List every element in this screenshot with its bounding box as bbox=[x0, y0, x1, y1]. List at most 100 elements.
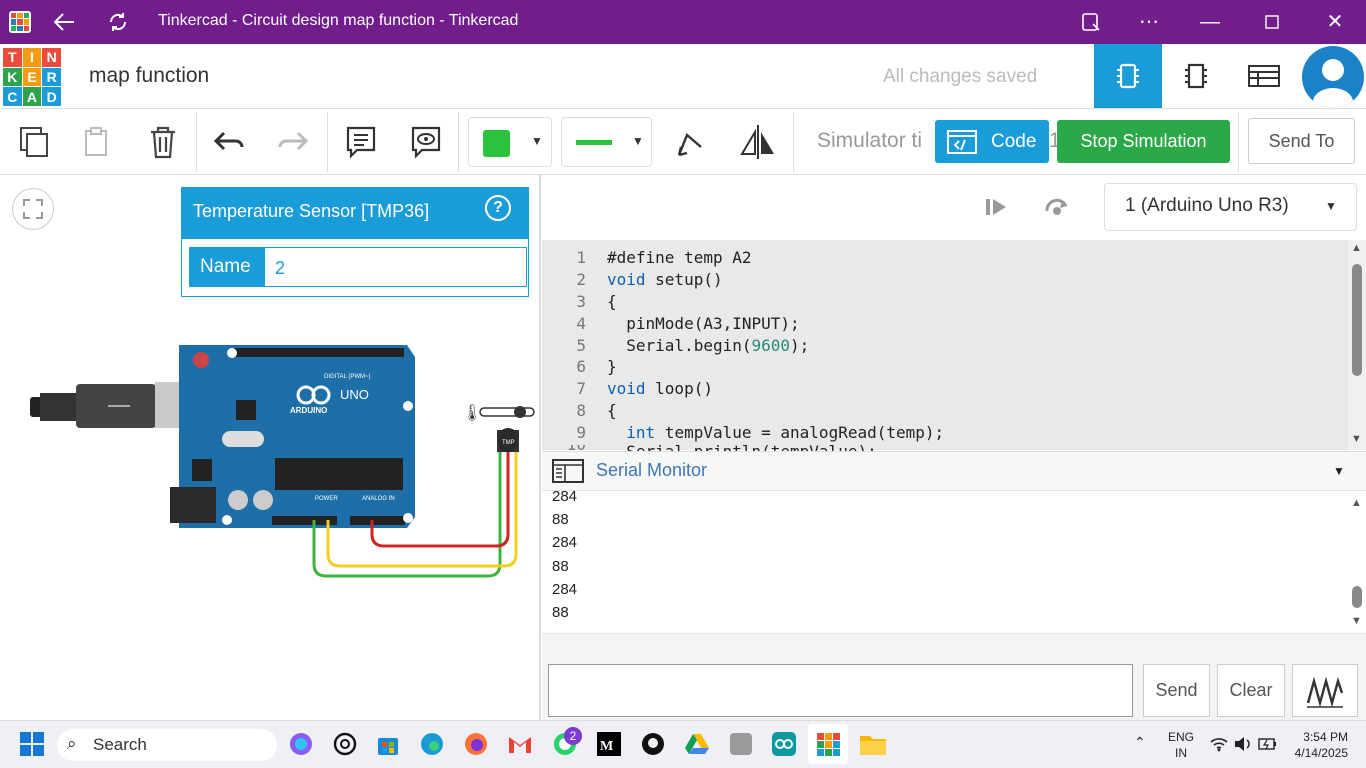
taskbar-search[interactable]: ⌕ Search bbox=[57, 729, 277, 761]
logo-letter: R bbox=[42, 67, 61, 87]
scrollbar-thumb[interactable] bbox=[1352, 264, 1362, 376]
window-title: Tinkercad - Circuit design map function … bbox=[158, 12, 519, 29]
clear-button[interactable]: Clear bbox=[1217, 664, 1285, 717]
github-icon[interactable] bbox=[637, 728, 669, 760]
serial-input[interactable] bbox=[548, 664, 1133, 717]
document-name[interactable]: map function bbox=[89, 64, 210, 87]
code-line: #define temp A2 bbox=[607, 248, 752, 267]
clock-date: 4/14/2025 bbox=[1294, 746, 1348, 760]
logo-letter: I bbox=[22, 48, 42, 67]
search-icon: ⌕ bbox=[67, 734, 77, 753]
redo-icon[interactable] bbox=[271, 120, 315, 164]
line-number: 7 bbox=[576, 379, 586, 398]
line-number: 9 bbox=[576, 423, 586, 442]
scroll-down-icon[interactable]: ▼ bbox=[1351, 433, 1362, 445]
region-code: IN bbox=[1175, 746, 1187, 760]
maximize-icon[interactable] bbox=[1258, 0, 1286, 44]
serial-monitor-header[interactable] bbox=[542, 451, 1366, 491]
tinkercad-logo[interactable]: T I N K E R C A D bbox=[3, 48, 61, 106]
tinkercad-taskbar-icon[interactable] bbox=[812, 728, 844, 760]
language-indicator[interactable]: ENG IN bbox=[1166, 729, 1196, 761]
board-select[interactable]: 1 (Arduino Uno R3) ▼ bbox=[1104, 183, 1357, 231]
system-clock[interactable]: 3:54 PM 4/14/2025 bbox=[1290, 729, 1348, 761]
graph-toggle-button[interactable] bbox=[1292, 664, 1358, 717]
arduino-ide-icon[interactable] bbox=[768, 728, 800, 760]
undo-icon[interactable] bbox=[207, 120, 251, 164]
fit-view-button[interactable] bbox=[12, 188, 54, 230]
logo-letter: C bbox=[3, 87, 22, 106]
wifi-icon[interactable] bbox=[1210, 736, 1228, 752]
medium-icon[interactable]: M bbox=[593, 728, 625, 760]
notes-icon[interactable] bbox=[339, 120, 383, 164]
step-icon[interactable] bbox=[982, 193, 1010, 221]
stop-simulation-button[interactable]: Stop Simulation bbox=[1057, 120, 1230, 163]
send-to-button[interactable]: Send To bbox=[1248, 118, 1355, 164]
color-swatch bbox=[483, 130, 510, 157]
windows-start-icon[interactable] bbox=[16, 728, 48, 760]
minimize-icon[interactable]: — bbox=[1200, 11, 1220, 33]
code-line: } bbox=[607, 357, 617, 376]
app-placeholder-icon[interactable] bbox=[725, 728, 757, 760]
battery-icon[interactable] bbox=[1258, 736, 1278, 752]
serial-monitor-title: Serial Monitor bbox=[596, 460, 708, 480]
serial-monitor-icon bbox=[552, 459, 584, 483]
wire-line-icon bbox=[576, 140, 612, 145]
avatar[interactable] bbox=[1302, 46, 1364, 108]
panel-divider[interactable] bbox=[539, 175, 541, 720]
name-field[interactable]: 2 bbox=[264, 247, 527, 287]
help-icon[interactable]: ? bbox=[485, 195, 511, 221]
code-editor[interactable] bbox=[542, 240, 1348, 450]
copy-icon[interactable] bbox=[11, 120, 55, 164]
chatgpt-icon[interactable] bbox=[329, 728, 361, 760]
back-arrow-icon[interactable] bbox=[50, 0, 78, 44]
collapse-icon[interactable]: ▼ bbox=[1333, 464, 1345, 478]
svg-text:UNO: UNO bbox=[340, 387, 369, 402]
scroll-up-icon[interactable]: ▲ bbox=[1351, 242, 1362, 254]
file-explorer-icon[interactable] bbox=[857, 728, 889, 760]
more-options-icon[interactable]: ⋯ bbox=[1139, 11, 1159, 33]
logo-letter: T bbox=[3, 48, 22, 67]
code-line: { bbox=[607, 292, 617, 311]
firefox-icon[interactable] bbox=[460, 728, 492, 760]
editor-scrollbar[interactable]: ▲ ▼ bbox=[1348, 240, 1366, 450]
close-icon[interactable]: ✕ bbox=[1326, 11, 1344, 33]
line-number: 8 bbox=[576, 401, 586, 420]
flip-icon[interactable] bbox=[736, 120, 780, 164]
schematic-view-button[interactable] bbox=[1162, 44, 1230, 108]
edge-icon[interactable] bbox=[416, 728, 448, 760]
line-number: 3 bbox=[576, 292, 586, 311]
temperature-sensor: 🌡 TMP bbox=[462, 403, 535, 452]
gmail-icon[interactable] bbox=[504, 728, 536, 760]
debugger-icon[interactable] bbox=[1042, 193, 1072, 221]
scroll-down-icon[interactable]: ▼ bbox=[1351, 615, 1362, 627]
code-line: Serial.println(tempValue); bbox=[607, 442, 876, 451]
notes-visibility-icon[interactable] bbox=[404, 120, 448, 164]
code-button[interactable]: Code bbox=[935, 120, 1049, 163]
tray-expand-icon[interactable]: ⌃ bbox=[1134, 734, 1146, 750]
scroll-up-icon[interactable]: ▲ bbox=[1351, 497, 1362, 509]
circuit-view-button[interactable] bbox=[1094, 44, 1162, 108]
refresh-icon[interactable] bbox=[104, 0, 132, 44]
wire-yellow bbox=[326, 452, 518, 568]
component-list-button[interactable] bbox=[1230, 44, 1298, 108]
app-options-icon[interactable] bbox=[1078, 0, 1106, 44]
circuit-diagram[interactable]: UNO ARDUINO DIGITAL (PWM~) POWER ANALOG … bbox=[25, 335, 540, 585]
scrollbar-thumb[interactable] bbox=[1352, 586, 1362, 608]
code-label: Code bbox=[991, 130, 1037, 152]
send-button[interactable]: Send bbox=[1143, 664, 1210, 717]
copilot-icon[interactable] bbox=[285, 728, 317, 760]
fullscreen-icon bbox=[23, 199, 43, 219]
wire-type-dropdown[interactable]: ▼ bbox=[561, 117, 652, 167]
rotate-icon[interactable] bbox=[668, 120, 712, 164]
delete-icon[interactable] bbox=[141, 120, 185, 164]
arduino-uno-board: UNO ARDUINO DIGITAL (PWM~) POWER ANALOG … bbox=[170, 345, 415, 528]
line-number: 5 bbox=[576, 336, 586, 355]
notification-badge: 2 bbox=[564, 727, 582, 745]
color-dropdown[interactable]: ▼ bbox=[468, 117, 552, 167]
volume-icon[interactable] bbox=[1234, 736, 1252, 752]
paste-icon[interactable] bbox=[74, 120, 118, 164]
google-drive-icon[interactable] bbox=[681, 728, 713, 760]
serial-scrollbar[interactable]: ▲ ▼ bbox=[1348, 491, 1366, 633]
microsoft-store-icon[interactable] bbox=[372, 728, 404, 760]
logo-letter: N bbox=[42, 48, 61, 67]
